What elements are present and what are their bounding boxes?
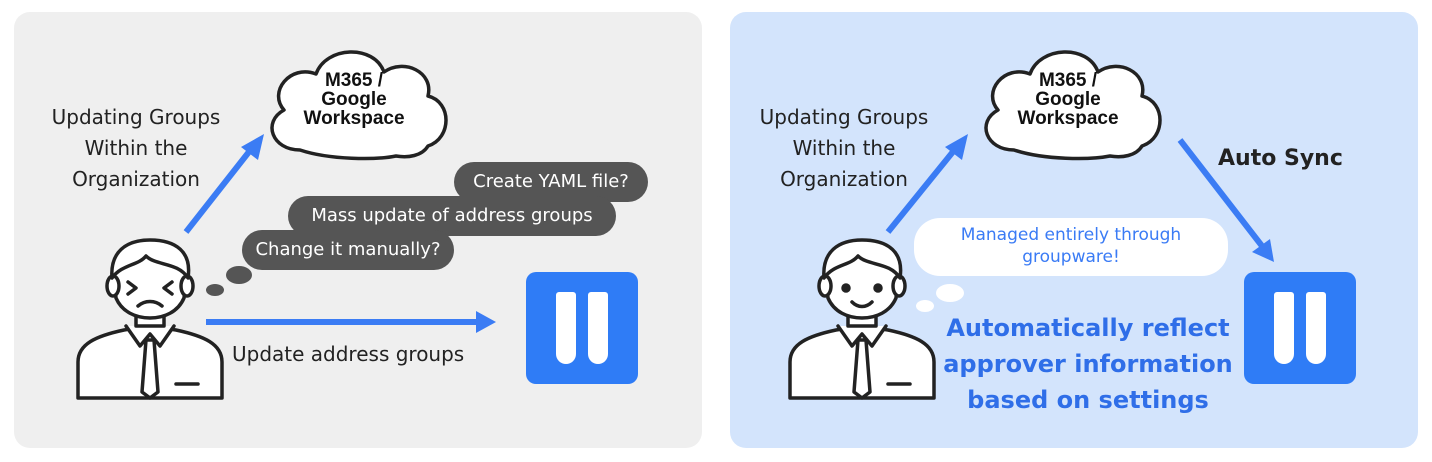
highlight-line3: based on settings — [967, 386, 1209, 414]
thought-dot — [916, 300, 934, 312]
update-address-groups-label: Update address groups — [232, 342, 465, 366]
thought-dot — [226, 266, 252, 284]
app-logo-bar — [1306, 292, 1326, 364]
updating-line1: Updating Groups — [759, 105, 929, 129]
app-logo-icon — [1244, 272, 1356, 384]
thought-dot — [206, 284, 224, 296]
thought-bubble: Managed entirely through groupware! — [914, 218, 1228, 276]
updating-line1: Updating Groups — [51, 105, 221, 129]
cloud-label-line3: Workspace — [1017, 108, 1119, 129]
highlight-line2: approver information — [943, 350, 1233, 378]
thought-bubble: Change it manually? — [242, 230, 454, 270]
app-logo-bar — [588, 292, 608, 364]
highlight-line1: Automatically reflect — [946, 314, 1230, 342]
bubble-line1: Managed entirely through — [960, 225, 1182, 245]
bubble-line2: groupware! — [1022, 247, 1120, 267]
cloud-label: M365 / Google Workspace — [279, 71, 429, 128]
arrow-auto-sync — [1177, 138, 1274, 262]
cloud-label: M365 / Google Workspace — [993, 71, 1143, 128]
updating-groups-label: Updating Groups Within the Organization — [744, 102, 944, 195]
cloud-icon — [270, 50, 448, 161]
thought-bubble: Create YAML file? — [454, 162, 648, 202]
cloud-label-line1: M365 / — [1038, 70, 1098, 91]
updating-line2: Within the — [84, 136, 188, 160]
app-logo-icon — [526, 272, 638, 384]
cloud-label-line2: Google — [1035, 89, 1101, 110]
app-logo-bar — [1274, 292, 1294, 364]
cloud-label-line2: Google — [321, 89, 387, 110]
cloud-label-line3: Workspace — [303, 108, 405, 129]
thought-bubble: Mass update of address groups — [288, 196, 616, 236]
updating-line3: Organization — [780, 167, 908, 191]
highlight-text: Automatically reflect approver informati… — [938, 310, 1238, 418]
auto-sync-label: Auto Sync — [1218, 146, 1343, 171]
thought-dot — [936, 284, 964, 302]
arrow-up-to-cloud — [183, 134, 264, 234]
updating-line3: Organization — [72, 167, 200, 191]
arrow-up-to-cloud — [885, 134, 968, 234]
arrow-to-app — [206, 311, 496, 333]
updating-line2: Within the — [792, 136, 896, 160]
app-logo-bar — [556, 292, 576, 364]
stressed-person-icon — [76, 238, 224, 400]
cloud-icon — [984, 50, 1162, 161]
calm-person-icon — [788, 238, 936, 400]
cloud-label-line1: M365 / — [324, 70, 384, 91]
updating-groups-label: Updating Groups Within the Organization — [36, 102, 236, 195]
